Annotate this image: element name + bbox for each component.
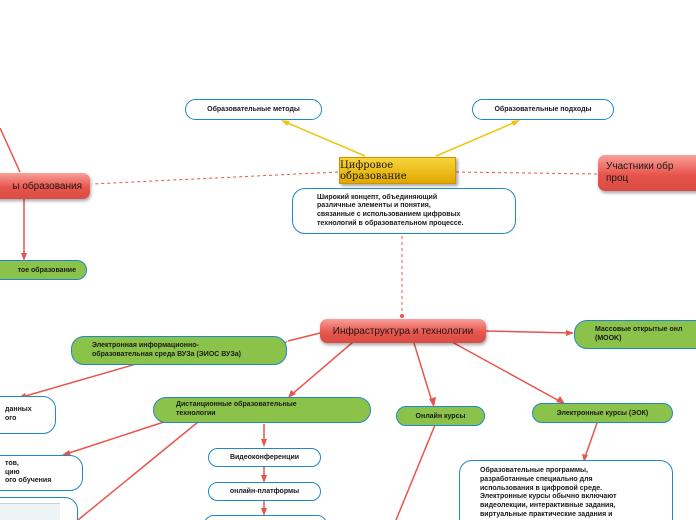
e-courses-node[interactable]: Электронные курсы (ЭОК) <box>532 403 673 423</box>
link-eios-data <box>21 359 151 398</box>
online-courses-node[interactable]: Онлайн курсы <box>396 406 485 426</box>
link-forms-top <box>0 127 21 173</box>
link-ecourses-desc <box>583 422 598 461</box>
link-distance-bottom <box>77 421 199 520</box>
link-distance-left <box>65 419 171 455</box>
mooc-node[interactable]: Массовые открытые онл (MOOK) <box>574 320 696 349</box>
infrastructure-node[interactable]: Инфраструктура и технологии <box>320 319 486 343</box>
link-infra-eios <box>287 332 321 342</box>
link-central-forms <box>91 171 339 185</box>
videoconference-node[interactable]: Видеоконференции <box>208 448 321 467</box>
arrow-ecourses <box>556 396 565 404</box>
open-education-node[interactable]: тое образование <box>0 260 87 280</box>
arrow-mooc <box>566 330 574 336</box>
methods-label: Образовательные методы <box>207 106 300 113</box>
central-topic[interactable]: Цифровое образование <box>339 157 456 184</box>
data-node[interactable]: данных ого <box>0 396 56 434</box>
e-courses-description-node[interactable]: Образовательные программы, разработанные… <box>459 460 673 520</box>
eios-node[interactable]: Электронная информационно- образовательн… <box>71 336 287 365</box>
arrow-left <box>62 450 71 456</box>
definition-text: Широкий концепт, объединяющий различные … <box>317 193 464 227</box>
arrow-platforms <box>261 475 267 483</box>
link-central-methods <box>282 120 366 157</box>
online-courses-label: Онлайн курсы <box>415 412 466 420</box>
arrow-platforms-next <box>261 508 267 516</box>
distance-tech-label: Дистанционные образовательные технологии <box>176 401 297 417</box>
eios-label: Электронная информационно- образовательн… <box>92 341 242 358</box>
arrow-methods <box>281 120 290 126</box>
link-central-approaches <box>435 120 519 157</box>
infrastructure-label: Инфраструктура и технологии <box>332 325 474 337</box>
mooc-label: Массовые открытые онл (MOOK) <box>595 325 683 342</box>
distance-tech-node[interactable]: Дистанционные образовательные технологии <box>153 397 371 423</box>
link-dot <box>400 314 404 318</box>
arrow-video <box>261 439 267 447</box>
link-infra-distance <box>289 341 354 397</box>
link-online-down <box>395 424 436 520</box>
open-education-label: тое образование <box>17 266 76 274</box>
link-central-participants <box>455 171 599 175</box>
link-infra-ecourses <box>451 341 564 404</box>
e-courses-description-text: Образовательные программы, разработанные… <box>480 467 617 518</box>
platforms-next-node[interactable] <box>204 515 327 520</box>
arrow-open <box>21 253 27 261</box>
forms-label: ы образования <box>12 180 82 192</box>
forms-node[interactable]: ы образования <box>0 173 90 199</box>
online-platforms-node[interactable]: онлайн-платформы <box>208 482 321 501</box>
bottom-left-image <box>0 503 60 520</box>
approaches-label: Образовательные подходы <box>494 106 592 113</box>
link-infra-mooc <box>485 330 574 334</box>
data-node-label: данных ого <box>5 406 32 422</box>
link-infra-online <box>413 342 434 406</box>
videoconference-label: Видеоконференции <box>229 454 300 461</box>
e-courses-label: Электронные курсы (ЭОК) <box>556 409 649 417</box>
definition-node[interactable]: Широкий концепт, объединяющий различные … <box>292 188 516 234</box>
participants-label: Участники обр проц <box>606 160 674 185</box>
central-topic-label: Цифровое образование <box>340 159 407 182</box>
arrow-online <box>429 397 436 407</box>
left-distance-label: тов, цию ого обучения <box>5 459 52 485</box>
online-platforms-label: онлайн-платформы <box>229 488 300 495</box>
arrow-approaches <box>511 120 520 126</box>
left-distance-node[interactable]: тов, цию ого обучения <box>0 455 83 491</box>
arrow-distance <box>288 390 296 398</box>
participants-node[interactable]: Участники обр проц <box>598 155 696 191</box>
methods-node[interactable]: Образовательные методы <box>185 99 322 120</box>
approaches-node[interactable]: Образовательные подходы <box>472 99 614 120</box>
